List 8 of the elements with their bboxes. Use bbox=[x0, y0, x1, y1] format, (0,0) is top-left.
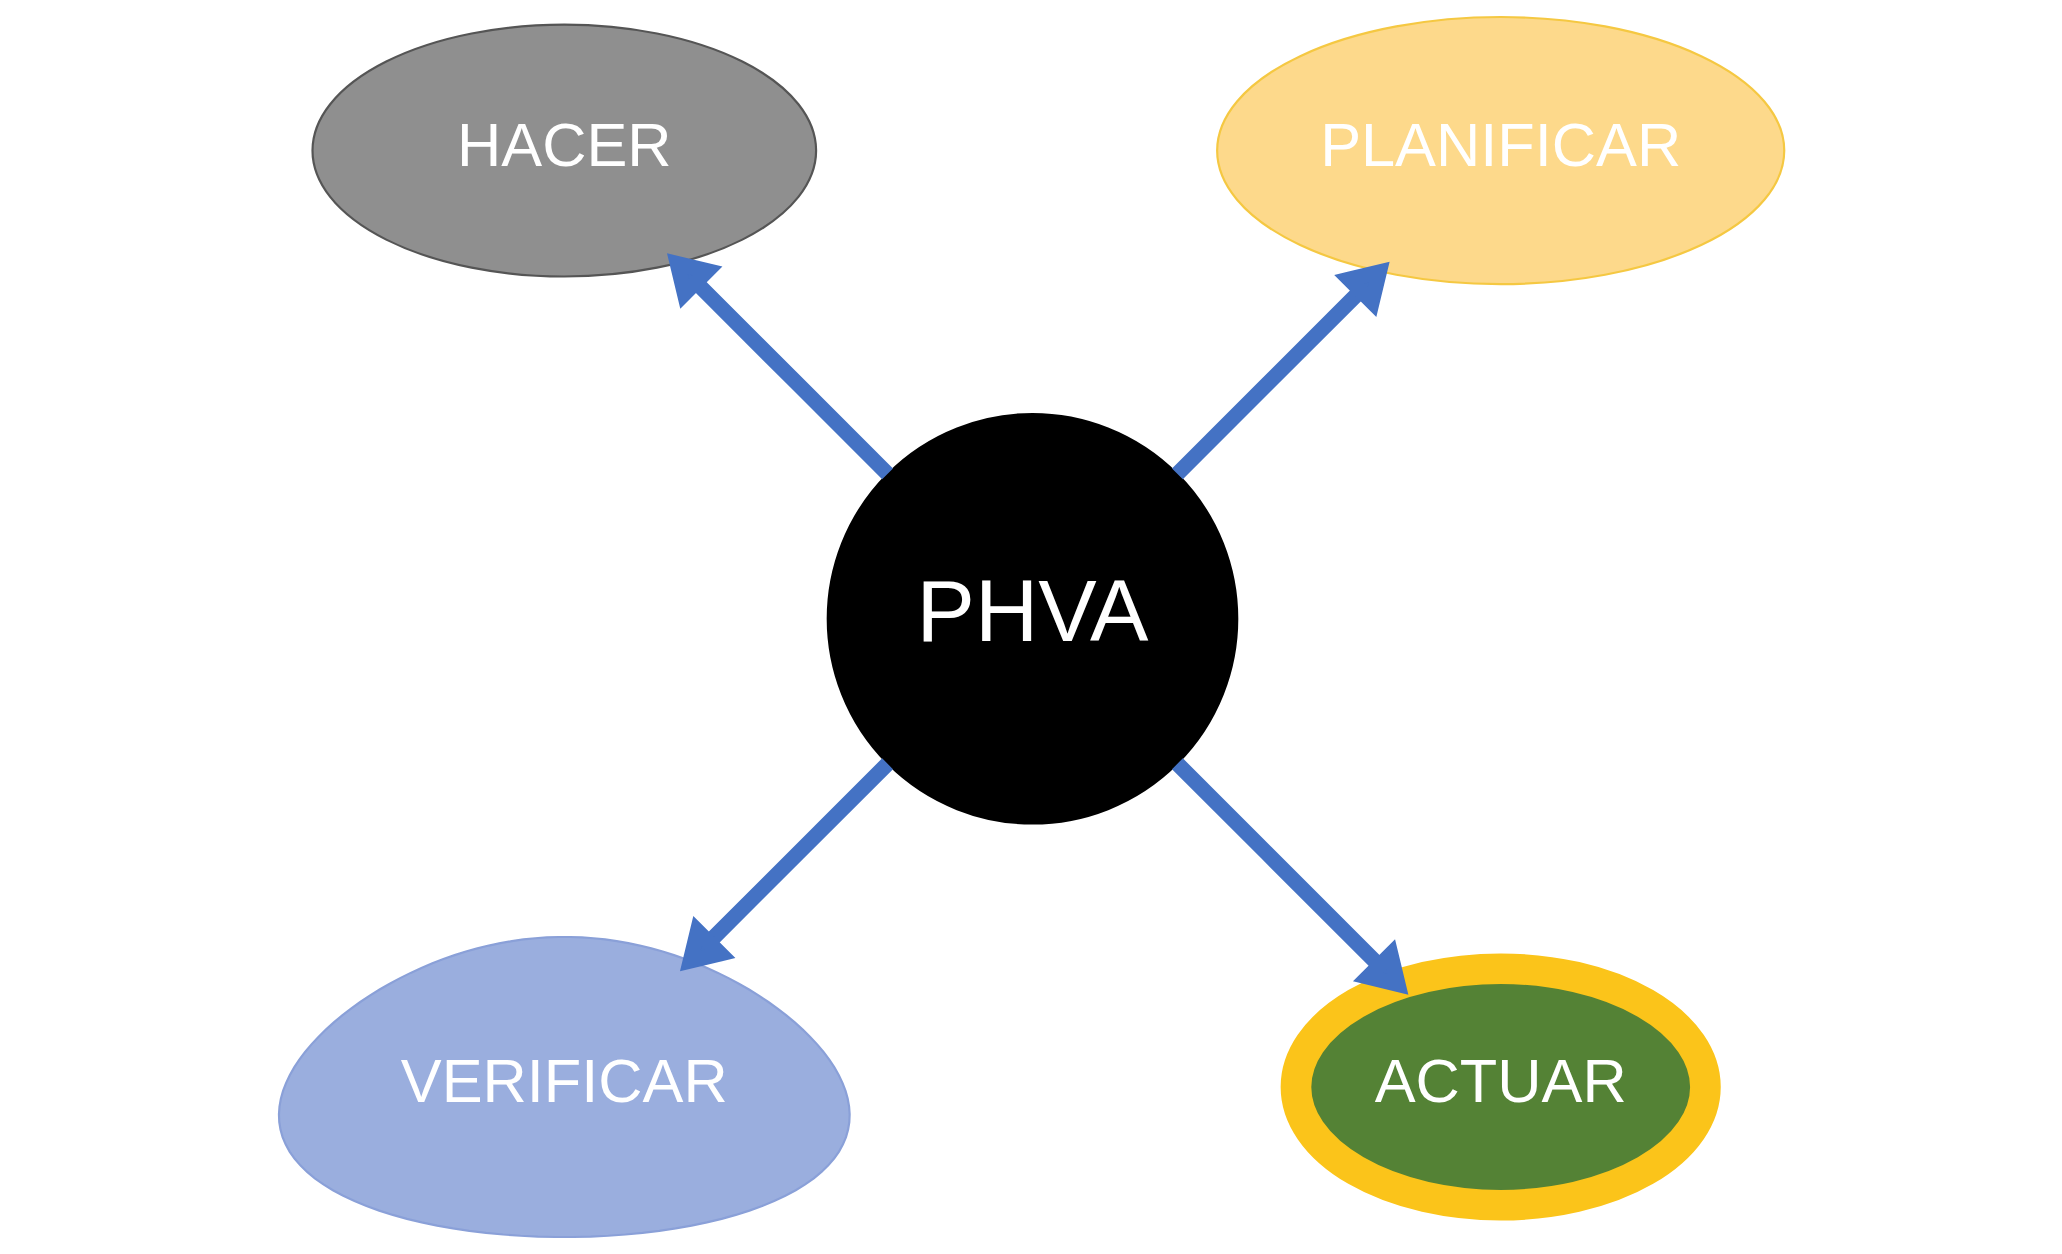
node-ellipse: HACER bbox=[310, 23, 817, 278]
node-ellipse: ACTUAR bbox=[1280, 953, 1721, 1221]
node-circle: PHVA bbox=[826, 412, 1238, 825]
arrow bbox=[679, 758, 893, 972]
arrow bbox=[1171, 758, 1408, 995]
arrow bbox=[1171, 261, 1390, 480]
node-ellipse: PLANIFICAR bbox=[1215, 15, 1785, 286]
arrow bbox=[666, 253, 893, 480]
